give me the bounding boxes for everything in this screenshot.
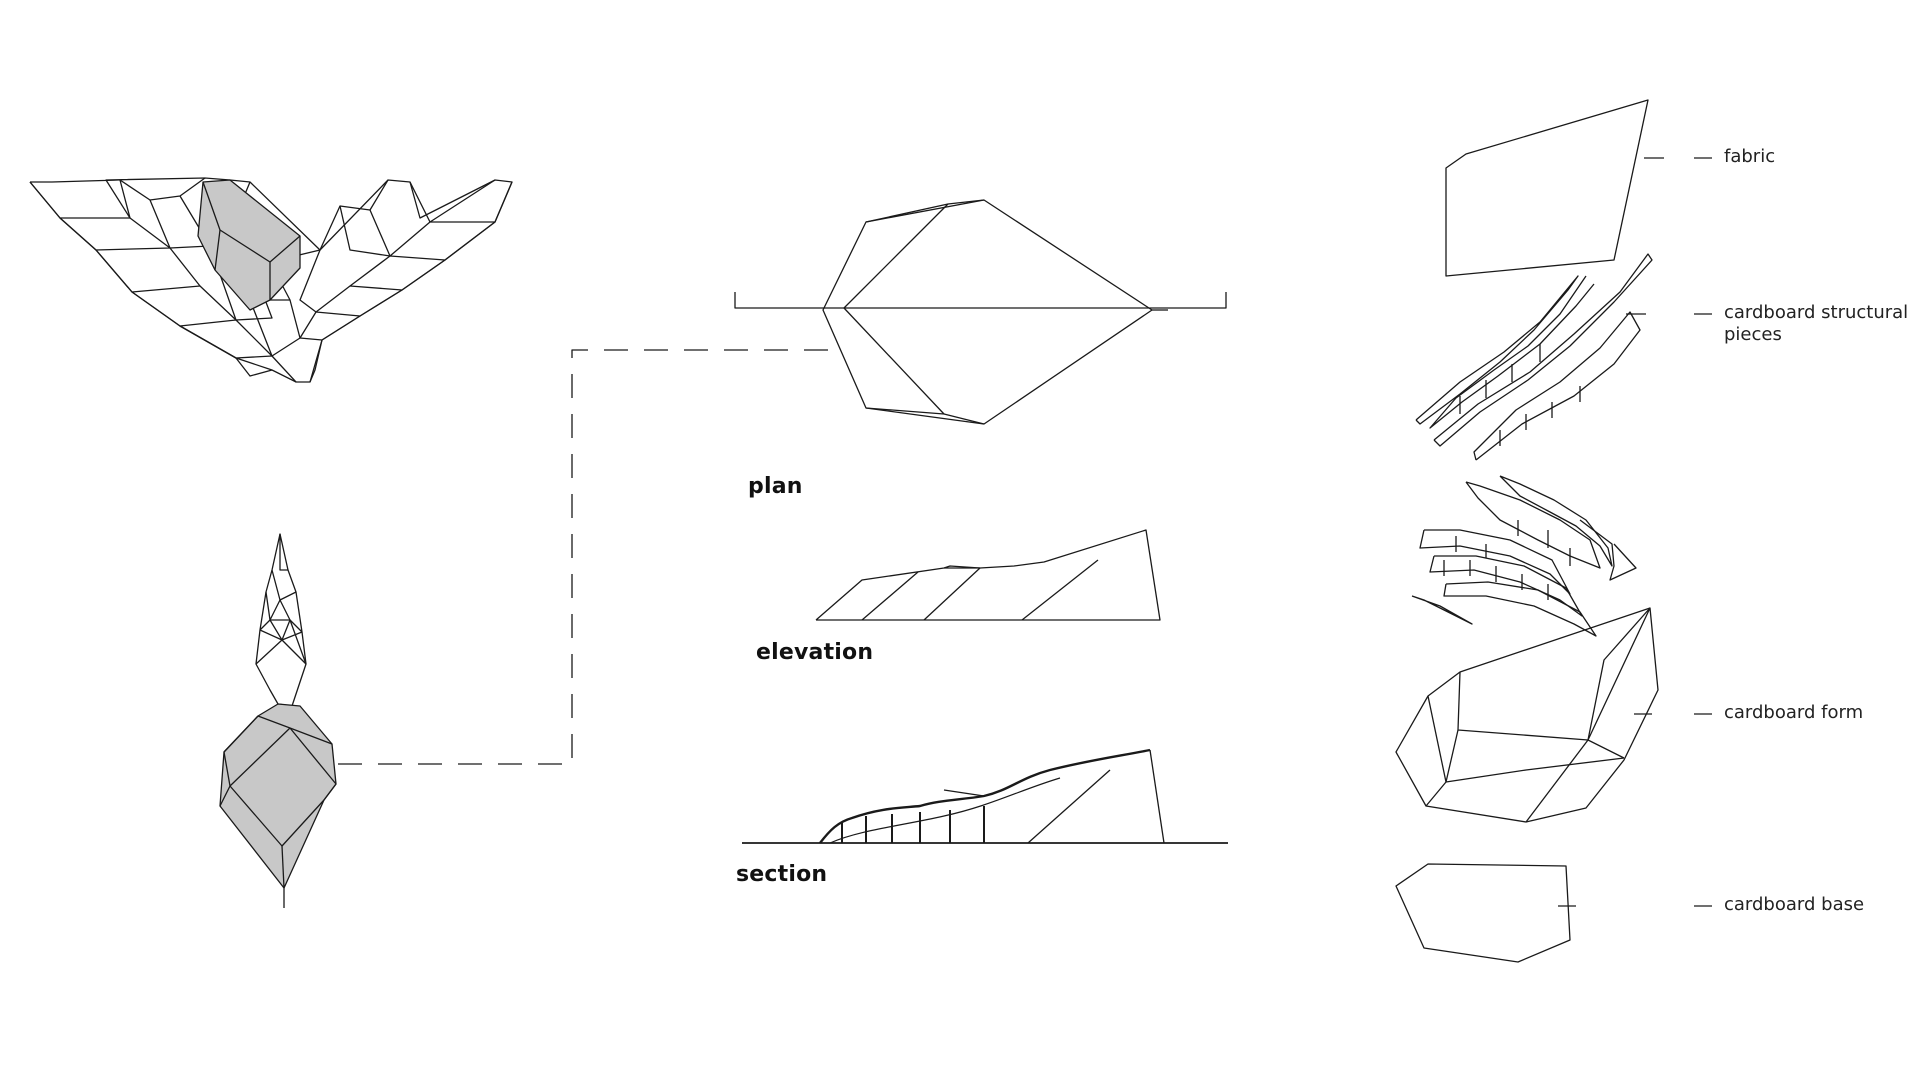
cardboard-base-drawing [1396, 864, 1712, 962]
folded-form-plan-view [220, 534, 336, 908]
section-drawing [742, 750, 1228, 843]
dashed-connector [338, 350, 840, 764]
cardboard-form-drawing [1396, 608, 1712, 822]
plan-drawing [735, 200, 1226, 424]
plan-label: plan [748, 474, 803, 499]
fabric-layer-drawing [1446, 100, 1712, 276]
structural-frames-drawing [1412, 476, 1636, 636]
folded-bowl-perspective [30, 178, 512, 382]
fabric-label: fabric [1724, 146, 1776, 167]
section-label: section [736, 862, 828, 887]
cardboard-base-label: cardboard base [1724, 894, 1865, 915]
structural-pieces-label-line2: pieces [1724, 324, 1782, 345]
structural-pieces-drawing [1416, 254, 1712, 460]
structural-pieces-label-line1: cardboard structural [1724, 302, 1909, 323]
elevation-label: elevation [756, 640, 874, 665]
structural-pieces-label: cardboard structural pieces [1724, 302, 1908, 346]
elevation-drawing [816, 530, 1160, 620]
cardboard-form-label: cardboard form [1724, 702, 1864, 723]
